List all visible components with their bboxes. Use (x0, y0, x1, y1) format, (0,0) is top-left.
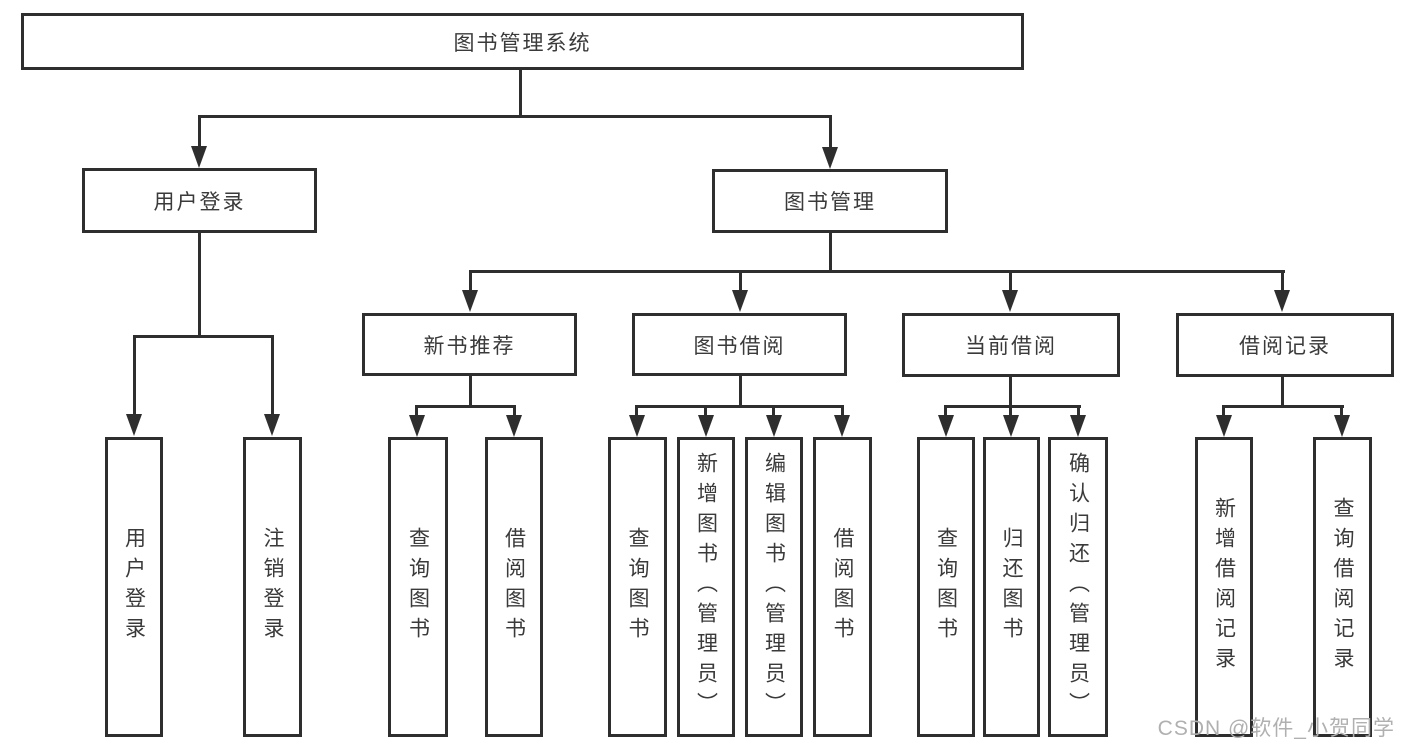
leaf-borrow-books-recommend-label: 借阅图书 (502, 527, 526, 647)
leaf-query-books-borrow: 查询图书 (608, 437, 667, 737)
connector-drop (513, 405, 516, 417)
leaf-return-book: 归还图书 (983, 437, 1040, 737)
connector-bar (635, 405, 844, 408)
connector-drop-user-login (198, 115, 201, 146)
connector-bar (1222, 405, 1344, 408)
connector-drop (635, 405, 638, 417)
node-current-borrow: 当前借阅 (902, 313, 1120, 377)
arrow-down-icon (822, 147, 838, 169)
connector-userlogin-bar (133, 335, 274, 338)
connector-bookmgmt-stem (829, 233, 832, 273)
arrow-down-icon (1070, 415, 1086, 437)
leaf-query-borrow-record: 查询借阅记录 (1313, 437, 1372, 737)
leaf-query-books-current-label: 查询图书 (934, 527, 958, 647)
leaf-query-borrow-record-label: 查询借阅记录 (1331, 497, 1355, 677)
node-book-management-label: 图书管理 (784, 191, 876, 214)
connector-drop (133, 335, 136, 414)
leaf-logout-label: 注销登录 (261, 527, 285, 647)
connector-stem (469, 376, 472, 408)
arrow-down-icon (1216, 415, 1232, 437)
arrow-down-icon (766, 415, 782, 437)
arrow-down-icon (732, 290, 748, 312)
node-root: 图书管理系统 (21, 13, 1024, 70)
connector-drop (1009, 270, 1012, 290)
node-book-borrow: 图书借阅 (632, 313, 847, 376)
connector-drop (1281, 270, 1284, 290)
leaf-query-books-current: 查询图书 (917, 437, 975, 737)
leaf-add-borrow-record: 新增借阅记录 (1195, 437, 1253, 737)
connector-drop (1009, 405, 1012, 417)
connector-drop (1340, 405, 1343, 417)
node-book-borrow-label: 图书借阅 (693, 334, 786, 358)
connector-drop-book-mgmt (829, 115, 832, 147)
arrow-down-icon (264, 414, 280, 436)
connector-root-bar (198, 115, 832, 118)
leaf-query-books-borrow-label: 查询图书 (626, 527, 650, 647)
connector-drop (271, 335, 274, 414)
arrow-down-icon (629, 415, 645, 437)
connector-drop (772, 405, 775, 417)
leaf-add-book-admin: 新增图书（管理员） (677, 437, 735, 737)
arrow-down-icon (409, 415, 425, 437)
connector-drop (704, 405, 707, 417)
arrow-down-icon (938, 415, 954, 437)
leaf-query-books-recommend-label: 查询图书 (406, 527, 430, 647)
arrow-down-icon (834, 415, 850, 437)
arrow-down-icon (1274, 290, 1290, 312)
node-borrow-records-label: 借阅记录 (1239, 335, 1331, 358)
leaf-logout: 注销登录 (243, 437, 302, 737)
leaf-query-books-recommend: 查询图书 (388, 437, 448, 737)
arrow-down-icon (1002, 290, 1018, 312)
leaf-add-borrow-record-label: 新增借阅记录 (1212, 497, 1236, 677)
connector-drop (415, 405, 418, 417)
arrow-down-icon (1334, 415, 1350, 437)
arrow-down-icon (506, 415, 522, 437)
node-new-book-recommend: 新书推荐 (362, 313, 577, 376)
node-user-login-label: 用户登录 (153, 190, 246, 214)
leaf-add-book-admin-label: 新增图书（管理员） (694, 452, 718, 722)
connector-drop (1077, 405, 1080, 417)
leaf-edit-book-admin: 编辑图书（管理员） (745, 437, 803, 737)
connector-drop (739, 270, 742, 290)
leaf-return-book-label: 归还图书 (1000, 527, 1024, 647)
connector-drop (944, 405, 947, 417)
arrow-down-icon (1003, 415, 1019, 437)
arrow-down-icon (191, 146, 207, 168)
leaf-borrow-books: 借阅图书 (813, 437, 872, 737)
leaf-confirm-return-admin: 确认归还（管理员） (1048, 437, 1108, 737)
connector-userlogin-stem (198, 233, 201, 337)
leaf-borrow-books-label: 借阅图书 (831, 527, 855, 647)
connector-drop (1222, 405, 1225, 417)
leaf-confirm-return-admin-label: 确认归还（管理员） (1066, 452, 1090, 722)
node-root-label: 图书管理系统 (453, 31, 592, 55)
arrow-down-icon (126, 414, 142, 436)
connector-bar (415, 405, 516, 408)
arrow-down-icon (698, 415, 714, 437)
connector-root-stem (519, 70, 522, 118)
node-user-login: 用户登录 (82, 168, 317, 233)
connector-stem (739, 376, 742, 408)
connector-drop (841, 405, 844, 417)
leaf-user-login-label: 用户登录 (122, 527, 146, 647)
leaf-borrow-books-recommend: 借阅图书 (485, 437, 543, 737)
leaf-edit-book-admin-label: 编辑图书（管理员） (762, 452, 786, 722)
leaf-user-login: 用户登录 (105, 437, 163, 737)
node-borrow-records: 借阅记录 (1176, 313, 1394, 377)
connector-drop (469, 270, 472, 290)
node-new-book-recommend-label: 新书推荐 (423, 334, 516, 358)
node-current-borrow-label: 当前借阅 (965, 335, 1057, 358)
node-book-management: 图书管理 (712, 169, 948, 233)
connector-stem (1281, 377, 1284, 408)
connector-bookmgmt-bar (469, 270, 1285, 273)
connector-stem (1009, 377, 1012, 408)
csdn-watermark: CSDN @软件_小贺同学 (1157, 717, 1395, 740)
arrow-down-icon (462, 290, 478, 312)
connector-bar (944, 405, 1081, 408)
